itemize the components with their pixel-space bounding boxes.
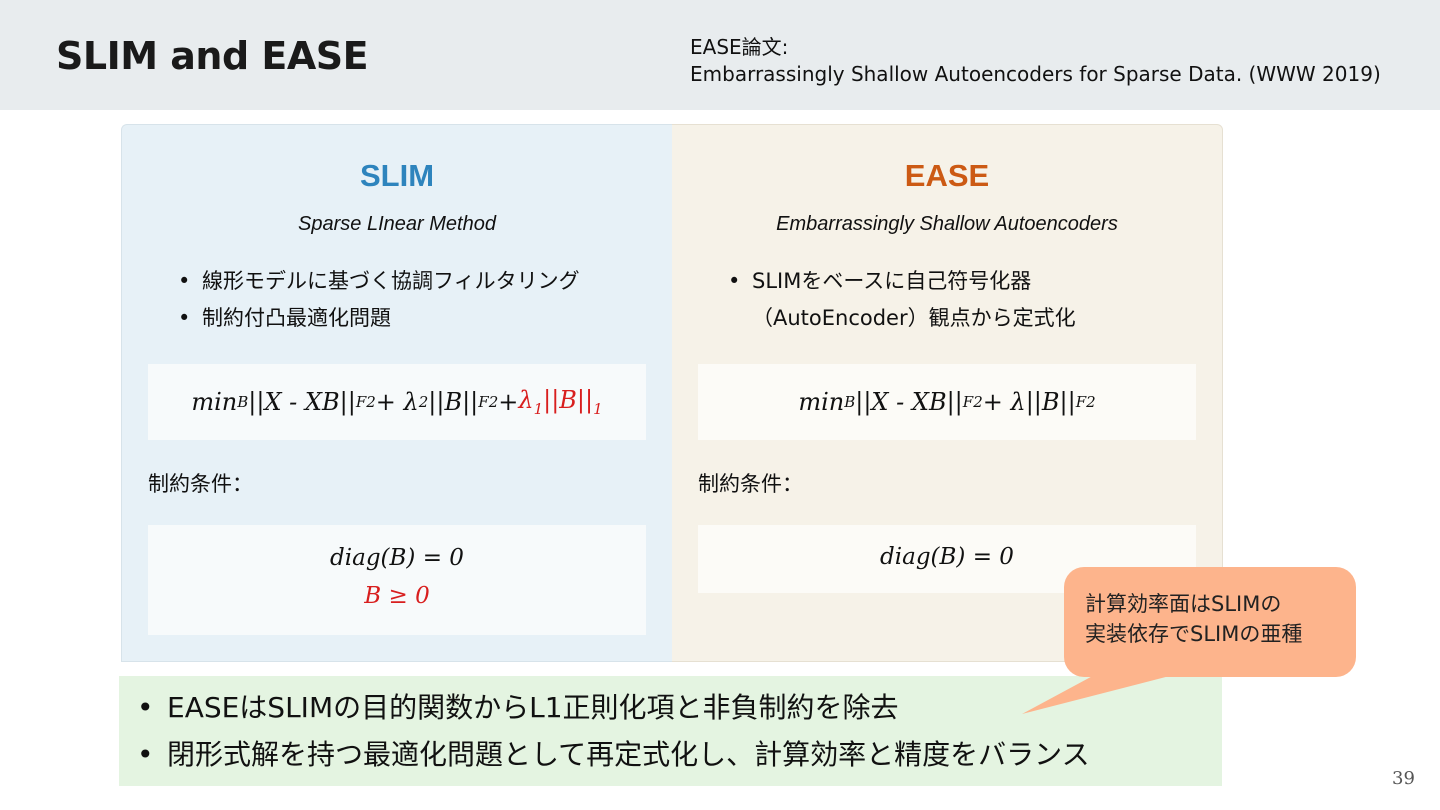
slim-constraint-label: 制約条件： xyxy=(148,472,253,496)
bullet-dot-icon: • xyxy=(137,738,154,771)
callout-line: 実装依存でSLIMの亜種 xyxy=(1085,622,1303,646)
callout-line: 計算効率面はSLIMの xyxy=(1085,592,1282,616)
ease-heading: EASE xyxy=(904,158,990,193)
list-item: •線形モデルに基づく協調フィルタリング xyxy=(178,263,580,300)
list-item: •閉形式解を持つ最適化問題として再定式化し、計算効率と精度をバランス xyxy=(137,731,1090,778)
slim-subtitle: Sparse LInear Method xyxy=(298,213,496,235)
bullet-dot-icon: • xyxy=(178,269,191,293)
ease-subtitle: Embarrassingly Shallow Autoencoders xyxy=(776,213,1118,235)
l1-term: λ1||B||1 xyxy=(518,386,603,418)
slim-card: SLIM Sparse LInear Method •線形モデルに基づく協調フィ… xyxy=(121,124,672,662)
callout-bubble: 計算効率面はSLIMの 実装依存でSLIMの亜種 xyxy=(1064,567,1356,677)
summary-list: •EASEはSLIMの目的関数からL1正則化項と非負制約を除去 •閉形式解を持つ… xyxy=(137,684,1090,778)
slim-bullet-list: •線形モデルに基づく協調フィルタリング •制約付凸最適化問題 xyxy=(178,263,580,337)
nonnegativity-constraint: B ≥ 0 xyxy=(364,583,430,609)
ease-constraint-label: 制約条件： xyxy=(698,472,803,496)
diag-constraint: diag(B) = 0 xyxy=(880,544,1014,570)
list-item: •EASEはSLIMの目的関数からL1正則化項と非負制約を除去 xyxy=(137,684,1090,731)
bullet-dot-icon: • xyxy=(137,691,154,724)
slide-title: SLIM and EASE xyxy=(56,34,369,78)
summary-box: •EASEはSLIMの目的関数からL1正則化項と非負制約を除去 •閉形式解を持つ… xyxy=(119,676,1222,786)
bullet-dot-icon: • xyxy=(728,269,741,293)
list-item: •制約付凸最適化問題 xyxy=(178,300,580,337)
list-item: •SLIMをベースに自己符号化器（AutoEncoder）観点から定式化 xyxy=(728,263,1076,337)
slim-constraint-box: diag(B) = 0 B ≥ 0 xyxy=(148,525,646,635)
title-bar xyxy=(0,0,1440,110)
reference-label: EASE論文: xyxy=(690,35,789,59)
ease-bullet-list: •SLIMをベースに自己符号化器（AutoEncoder）観点から定式化 xyxy=(728,263,1076,337)
bullet-dot-icon: • xyxy=(178,306,191,330)
slim-heading: SLIM xyxy=(359,158,435,193)
reference-citation: Embarrassingly Shallow Autoencoders for … xyxy=(690,62,1381,86)
page-number: 39 xyxy=(1392,768,1415,789)
paper-reference: EASE論文: Embarrassingly Shallow Autoencod… xyxy=(690,34,1381,88)
diag-constraint: diag(B) = 0 xyxy=(330,545,464,571)
